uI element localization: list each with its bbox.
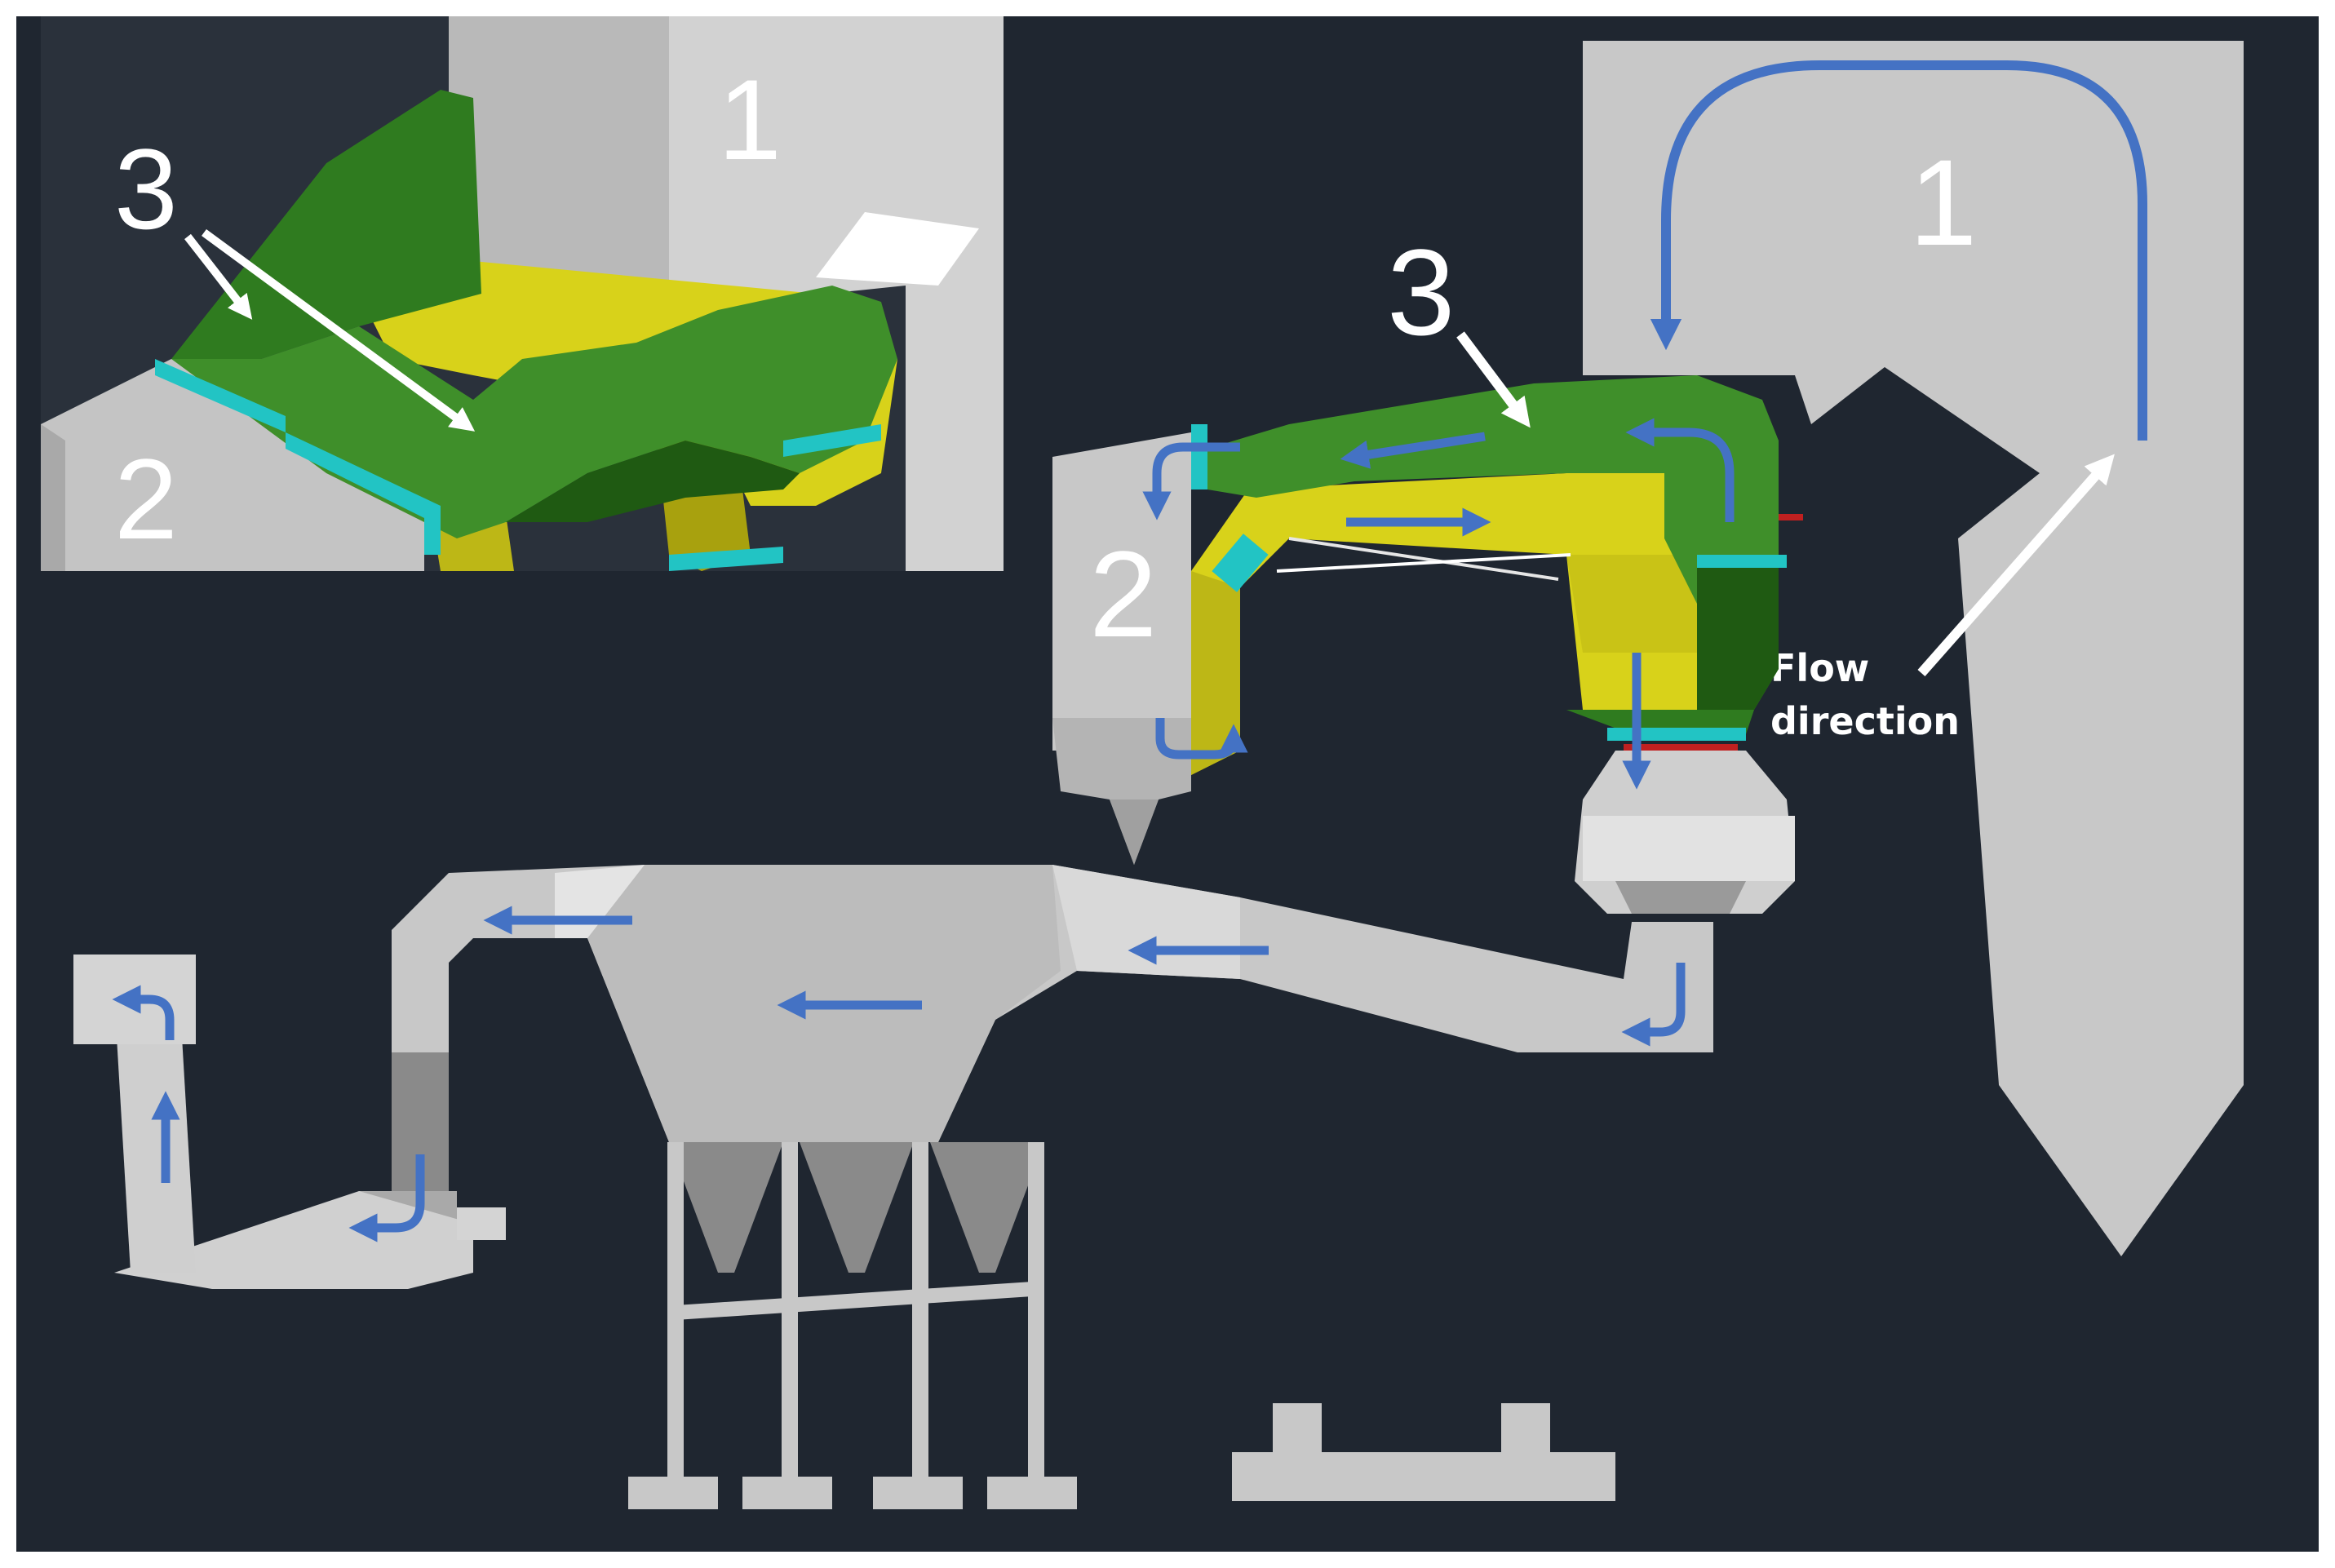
flow-arrow-furnace-loop [1650,60,2147,441]
foundation-structure [1232,1403,1615,1501]
inset-pointer-arrow-2 [202,228,476,432]
flow-pointer-arrow [1917,454,2115,676]
flow-arrow-air-heater-bottom [1155,718,1248,760]
flow-direction-label-line2: direction [1770,699,1960,743]
flow-arrow-stack-top [112,985,175,1040]
main-label-reactor: 3 [1387,224,1455,361]
flow-arrow-fan-outlet [1621,963,1686,1047]
inset-pointer-arrow-1 [184,233,253,320]
flow-arrow-green-duct [1340,432,1486,469]
flow-arrow-into-air-heater [1142,442,1240,520]
flow-arrow-into-id-fan [348,1154,425,1242]
main-label-furnace: 1 [1909,134,1977,271]
furnace-boiler: 1 Flow direction [1583,41,2244,1256]
flow-arrow-scr-up [1625,418,1735,522]
flue-gas-system-diagram: 1 3 2 1 Flow direction 2 [41,16,2244,1509]
main-label-air-heater: 2 [1089,525,1157,662]
inset-label-reactor: 3 [114,125,178,253]
inset-label-air-heater: 2 [114,435,178,563]
flow-direction-label-line1: Flow [1770,646,1869,690]
fan-housing [1575,751,1795,914]
inset-3d-view: 1 3 2 [41,16,1004,571]
inset-label-furnace: 1 [718,55,782,184]
air-heater: 2 [1052,432,1191,865]
diagram-frame: 1 3 2 1 Flow direction 2 [16,16,2319,1552]
reactor-pointer-arrow [1456,331,1531,428]
flow-arrows [112,418,1735,1242]
